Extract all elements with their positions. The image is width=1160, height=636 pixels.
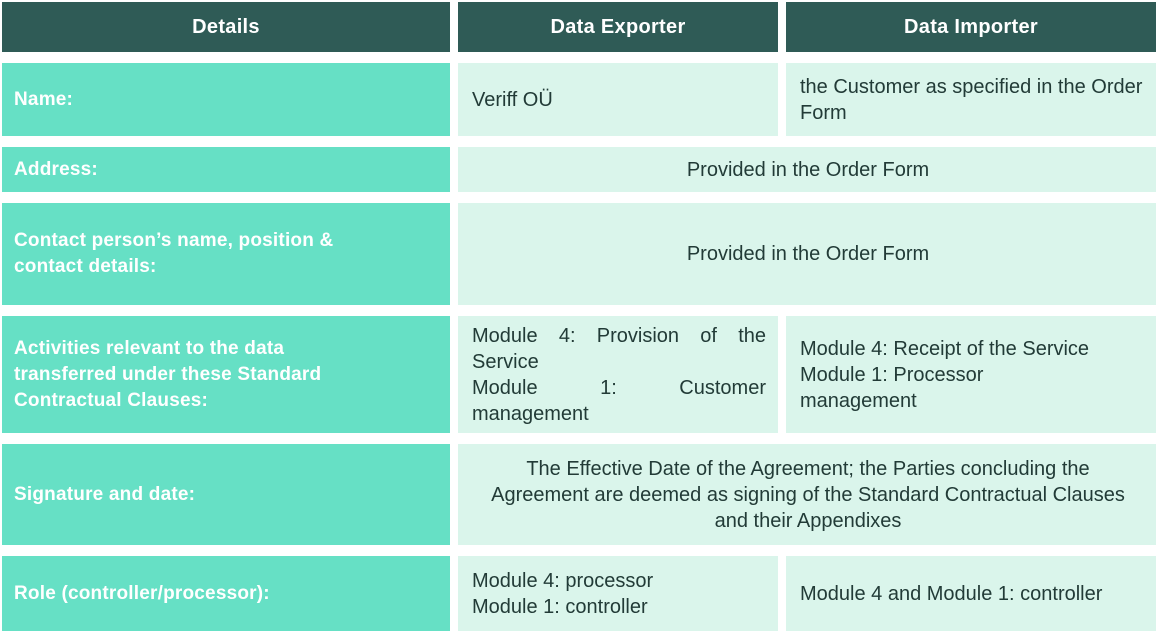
header-details-label: Details <box>192 15 260 38</box>
text-line: management <box>472 402 589 425</box>
cell-contact-merged-text: Provided in the Order Form <box>686 243 930 265</box>
activities-exporter-lines: Module 4: Provision of the Service Modul… <box>472 323 766 427</box>
activities-importer-lines: Module 4: Receipt of the Service Module … <box>800 336 1144 414</box>
text-line: Module 1: Customer <box>472 376 766 399</box>
cell-signature-merged: The Effective Date of the Agreement; the… <box>458 444 1156 545</box>
header-data-exporter: Data Exporter <box>458 2 778 52</box>
row-name-label: Name: <box>2 63 450 136</box>
cell-address-merged-text: Provided in the Order Form <box>686 158 930 181</box>
row-name-label-text: Name: <box>14 88 74 110</box>
role-exporter-lines: Module 4: processor Module 1: controller <box>472 568 766 620</box>
header-data-importer: Data Importer <box>786 2 1156 52</box>
cell-name-exporter: Veriff OÜ <box>458 63 778 136</box>
cell-role-exporter: Module 4: processor Module 1: controller <box>458 556 778 631</box>
cell-activities-exporter: Module 4: Provision of the Service Modul… <box>458 316 778 433</box>
text-line: Module 4: Receipt of the Service <box>800 337 1090 360</box>
row-signature-label: Signature and date: <box>2 444 450 545</box>
text-line: Module 4: processor <box>472 569 654 592</box>
row-role-label: Role (controller/processor): <box>2 556 450 631</box>
row-activities-label: Activities relevant to the data transfer… <box>2 316 450 433</box>
cell-role-importer: Module 4 and Module 1: controller <box>786 556 1156 631</box>
header-data-exporter-label: Data Exporter <box>550 15 686 38</box>
text-line: Module 4: Provision of the <box>472 324 766 347</box>
text-line: Module 1: Processor <box>800 363 984 386</box>
text-line: Service <box>472 350 539 373</box>
row-address-label-text: Address: <box>14 158 98 180</box>
cell-role-importer-text: Module 4 and Module 1: controller <box>800 582 1103 605</box>
text-line: Module 1: controller <box>472 595 648 618</box>
row-contact-label: Contact person’s name, position & contac… <box>2 203 450 305</box>
cell-activities-importer: Module 4: Receipt of the Service Module … <box>786 316 1156 433</box>
row-contact-label-text: Contact person’s name, position & contac… <box>14 230 334 277</box>
cell-name-exporter-text: Veriff OÜ <box>472 88 553 111</box>
header-data-importer-label: Data Importer <box>904 15 1038 38</box>
row-role-label-text: Role (controller/processor): <box>14 582 270 604</box>
cell-address-merged: Provided in the Order Form <box>458 147 1156 192</box>
cell-signature-merged-text: The Effective Date of the Agreement; the… <box>491 457 1125 532</box>
text-line: management <box>800 389 917 412</box>
row-signature-label-text: Signature and date: <box>14 483 196 505</box>
row-activities-label-text: Activities relevant to the data transfer… <box>14 337 322 411</box>
header-details: Details <box>2 2 450 52</box>
cell-name-importer-text: the Customer as specified in the Order F… <box>800 75 1143 124</box>
cell-contact-merged: Provided in the Order Form <box>458 203 1156 305</box>
row-address-label: Address: <box>2 147 450 192</box>
cell-name-importer: the Customer as specified in the Order F… <box>786 63 1156 136</box>
